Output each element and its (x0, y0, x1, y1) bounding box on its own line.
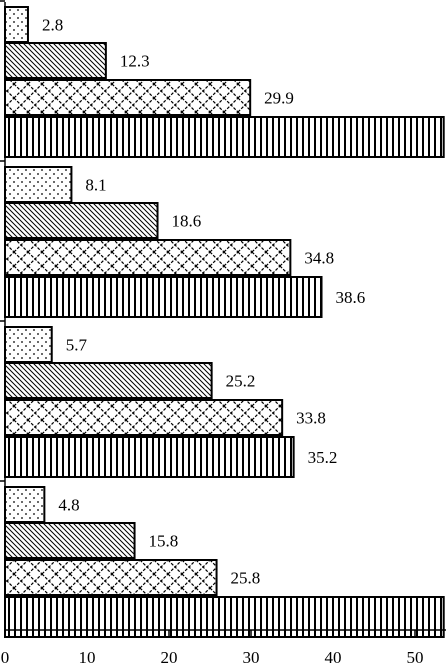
bar-label-group2-series1: 8.1 (85, 176, 106, 195)
bar-label-group3-series3: 33.8 (296, 409, 326, 428)
bar-group1-series3 (4, 79, 252, 116)
bar-label-group2-series3: 34.8 (304, 249, 334, 268)
bar-group4-series4 (4, 596, 445, 638)
bar-label-group2-series4: 38.6 (336, 288, 366, 307)
bar-label-layer: 2.8 12.3 29.9 8.1 18.6 34.8 38.6 5.7 25.2 33.8 35.… (42, 16, 365, 588)
bar-layer (4, 6, 445, 638)
bar-label-group4-series1: 4.8 (58, 496, 79, 515)
x-tick-label-10: 10 (79, 648, 96, 667)
bar-group2-series2 (4, 202, 159, 239)
x-tick-label-30: 30 (243, 648, 260, 667)
bar-group1-series1 (4, 6, 29, 43)
bar-label-group1-series3: 29.9 (264, 89, 294, 108)
bar-group2-series3 (4, 239, 292, 276)
bar-group3-series4 (4, 436, 295, 478)
bar-label-group3-series1: 5.7 (66, 336, 88, 355)
x-tick-label-20: 20 (161, 648, 178, 667)
x-tick-label-50: 50 (407, 648, 424, 667)
x-tick-label-0: 0 (1, 648, 10, 667)
bar-label-group2-series2: 18.6 (172, 212, 202, 231)
bar-group4-series1 (4, 486, 46, 523)
bar-label-group1-series2: 12.3 (120, 52, 150, 71)
bar-label-group1-series1: 2.8 (42, 16, 63, 35)
bar-group3-series2 (4, 362, 213, 399)
bar-group2-series1 (4, 166, 73, 203)
bar-group3-series3 (4, 399, 284, 436)
bar-label-group4-series3: 25.8 (231, 569, 261, 588)
bar-group4-series2 (4, 522, 136, 559)
bar-group2-series4 (4, 276, 323, 318)
bar-group1-series2 (4, 42, 107, 79)
bar-group4-series3 (4, 559, 218, 596)
bar-group3-series1 (4, 326, 53, 363)
bar-label-group3-series4: 35.2 (308, 448, 338, 467)
bar-label-group3-series2: 25.2 (226, 372, 256, 391)
bar-group1-series4 (4, 116, 445, 158)
bar-label-group4-series2: 15.8 (149, 532, 179, 551)
x-tick-label-40: 40 (325, 648, 342, 667)
